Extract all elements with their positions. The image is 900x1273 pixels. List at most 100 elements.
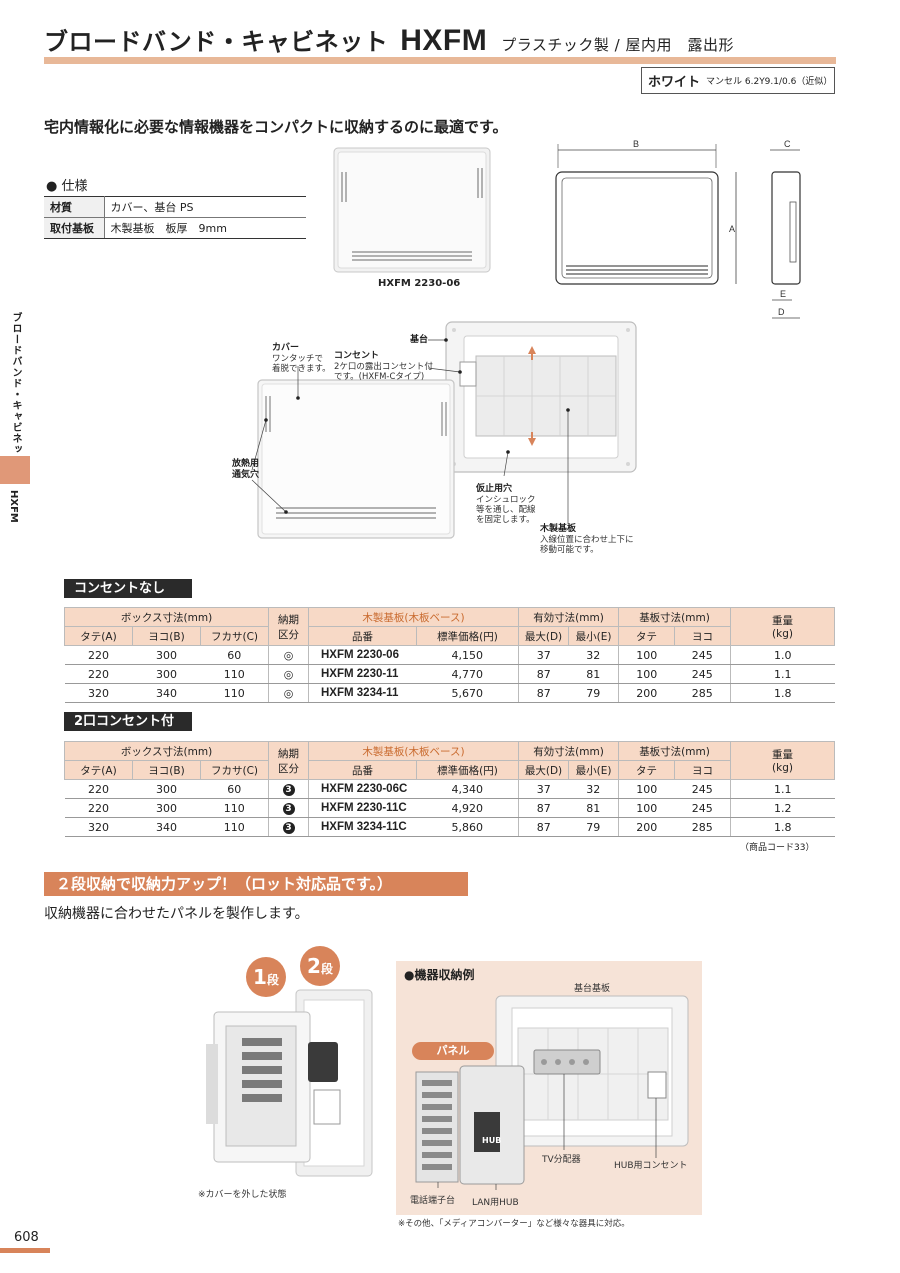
dim-label-a: A [729, 224, 736, 234]
table-row: 320 340 110 ◎ HXFM 3234-11 5,670 87 79 2… [64, 683, 835, 703]
table-row: 220 300 60 3 HXFM 2230-06C 4,340 37 32 1… [64, 779, 835, 799]
cell-min-e: 32 [568, 779, 619, 799]
table-row: 320 340 110 3 HXFM 3234-11C 5,860 87 79 … [64, 817, 835, 837]
callout-fix-desc2: 等を通し、配線 [476, 504, 536, 515]
cell-c: 110 [200, 798, 269, 818]
callout-outlet-desc1: 2ケ口の露出コンセント付 [334, 361, 433, 372]
side-dimension-drawing [770, 149, 801, 319]
cell-min-e: 81 [568, 798, 619, 818]
cell-price: 4,340 [416, 779, 519, 799]
callout-cover-title: カバー [272, 343, 300, 353]
side-tab-model: HXFM [8, 490, 19, 523]
cell-delivery: ◎ [268, 683, 309, 703]
col-board-tate: タテ [618, 626, 676, 646]
cell-part: HXFM 2230-11C [308, 798, 417, 818]
cell-c: 110 [200, 817, 269, 837]
title-text: ブロードバンド・キャビネット [44, 28, 389, 56]
cell-price: 4,150 [416, 645, 519, 665]
color-box: ホワイト マンセル 6.2Y9.1/0.6（近似） [641, 67, 835, 94]
col-yoko-b: ヨコ(B) [132, 626, 201, 646]
cell-delivery: ◎ [268, 645, 309, 665]
cell-weight: 1.0 [730, 645, 835, 665]
cell-weight: 1.1 [730, 779, 835, 799]
tier-2-unit: 段 [320, 962, 333, 976]
table-row: 220 300 60 ◎ HXFM 2230-06 4,150 37 32 10… [64, 645, 835, 665]
col-effective: 有効寸法(mm) [518, 607, 620, 627]
spec-value: 木製基板 板厚 9mm [104, 217, 306, 239]
cell-part: HXFM 2230-11 [308, 664, 417, 684]
panel-tag: パネル [412, 1042, 494, 1060]
cell-max-d: 87 [518, 683, 569, 703]
cell-price: 5,670 [416, 683, 519, 703]
color-munsell: マンセル 6.2Y9.1/0.6（近似） [706, 77, 833, 87]
cell-min-e: 81 [568, 664, 619, 684]
col-wood-board: 木製基板(木板ベース) [307, 741, 520, 761]
cell-b: 300 [132, 645, 201, 665]
product-photo [333, 147, 491, 273]
cell-part: HXFM 2230-06 [308, 645, 417, 665]
callout-cover-desc2: 着脱できます。 [272, 363, 331, 374]
cell-delivery: ◎ [268, 664, 309, 684]
cell-board-tate: 100 [618, 664, 675, 684]
cell-weight: 1.8 [730, 817, 835, 837]
spec-value: カバー、基台 PS [104, 196, 306, 218]
cell-part: HXFM 2230-06C [308, 779, 417, 799]
col-board-size: 基板寸法(mm) [618, 607, 732, 627]
tier-2-number: 2 [307, 954, 321, 978]
cell-min-e: 32 [568, 645, 619, 665]
table-row: 220 300 110 3 HXFM 2230-11C 4,920 87 81 … [64, 798, 835, 818]
col-max-d: 最大(D) [518, 626, 570, 646]
cell-max-d: 87 [518, 817, 569, 837]
spec-row: 材質 カバー、基台 PS [44, 196, 306, 218]
callout-fix-hole: 仮止用穴 インシュロック 等を通し、配線 を固定します。 [476, 484, 536, 525]
col-fukasa-c: フカサ(C) [200, 760, 269, 780]
two-tier-illustration [206, 989, 373, 1177]
cell-a: 220 [64, 664, 133, 684]
page-number: 608 [14, 1230, 39, 1245]
cell-board-tate: 100 [618, 779, 675, 799]
title-model: HXFM [400, 24, 488, 57]
cell-weight: 1.2 [730, 798, 835, 818]
cell-a: 220 [64, 645, 133, 665]
col-delivery: 納期区分 [268, 741, 309, 780]
title-rule [44, 57, 836, 64]
cell-min-e: 79 [568, 683, 619, 703]
col-min-e: 最小(E) [568, 760, 620, 780]
cell-c: 60 [200, 779, 269, 799]
photo-caption: HXFM 2230-06 [378, 278, 461, 289]
cell-price: 4,920 [416, 798, 519, 818]
cell-board-yoko: 285 [674, 683, 731, 703]
callout-cover-desc1: ワンタッチで [272, 353, 324, 364]
cell-a: 220 [64, 798, 133, 818]
spec-row: 取付基板 木製基板 板厚 9mm [44, 217, 306, 239]
table1-label: コンセントなし [64, 579, 192, 598]
col-yoko-b: ヨコ(B) [132, 760, 201, 780]
cell-c: 110 [200, 664, 269, 684]
col-board-size: 基板寸法(mm) [618, 741, 732, 761]
col-board-yoko: ヨコ [674, 626, 732, 646]
callout-base: 基台 [410, 335, 428, 346]
cell-b: 300 [132, 664, 201, 684]
side-tab-text: ブロードバンド・キャビネット [10, 312, 21, 466]
callout-board-title: 木製基板 [540, 524, 577, 534]
spec-table: 材質 カバー、基台 PS 取付基板 木製基板 板厚 9mm [44, 196, 306, 239]
delivery-mark: 3 [282, 784, 295, 796]
cell-delivery: 3 [268, 817, 309, 837]
col-part-number: 品番 [308, 760, 417, 780]
callout-outlet-title: コンセント [334, 351, 380, 361]
col-effective: 有効寸法(mm) [518, 741, 620, 761]
cell-c: 60 [200, 645, 269, 665]
hub-outlet-label: HUB用コンセント [614, 1161, 688, 1171]
cell-board-tate: 200 [618, 683, 675, 703]
product-table-with-outlet: ボックス寸法(mm) 納期区分 木製基板(木板ベース) 有効寸法(mm) 基板寸… [64, 741, 836, 837]
front-dimension-drawing [555, 144, 737, 285]
callout-outlet: コンセント 2ケ口の露出コンセント付 です。(HXFM-Cタイプ) [334, 351, 433, 382]
col-fukasa-c: フカサ(C) [200, 626, 269, 646]
product-code-note: （商品コード33） [740, 843, 815, 853]
col-box-size: ボックス寸法(mm) [64, 741, 269, 761]
spec-key: 材質 [44, 196, 105, 218]
callout-fix-desc3: を固定します。 [476, 515, 535, 526]
cell-weight: 1.1 [730, 664, 835, 684]
cell-min-e: 79 [568, 817, 619, 837]
